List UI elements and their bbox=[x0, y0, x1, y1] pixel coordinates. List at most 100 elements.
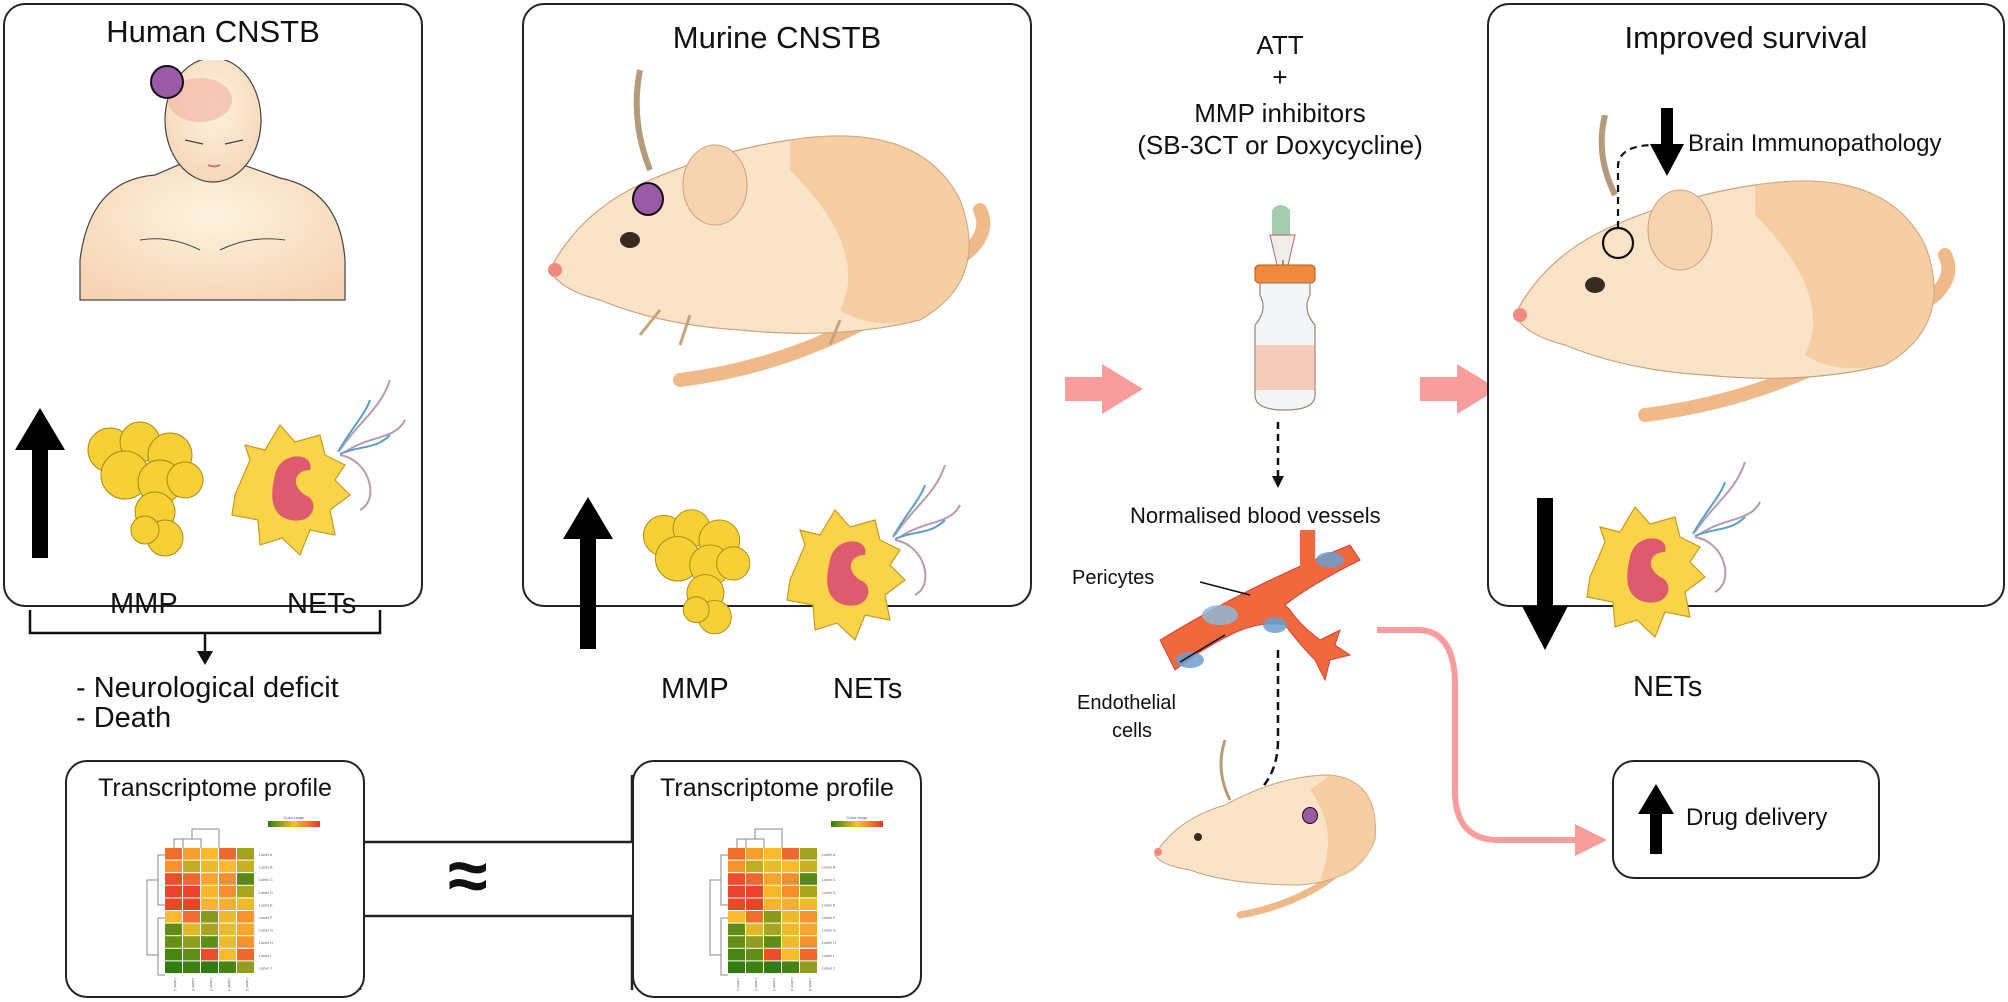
human-figure-illustration bbox=[60, 60, 380, 305]
murine-mmp-label: MMP bbox=[661, 673, 729, 706]
heatmap-cell bbox=[201, 911, 218, 923]
heatmap-row-label: Label D bbox=[822, 890, 836, 895]
heatmap-column-label: Label 5 bbox=[245, 978, 250, 992]
heatmap-column-label: Label 2 bbox=[754, 978, 759, 992]
heatmap-cell bbox=[746, 936, 763, 948]
heatmap-cell bbox=[746, 886, 763, 898]
heatmap-row-label: Label A bbox=[822, 852, 836, 857]
heatmap-row-label: Label E bbox=[822, 902, 836, 907]
heatmap-row-label: Label J bbox=[822, 965, 835, 970]
treatment-plus: + bbox=[1050, 62, 1510, 93]
injection-vial-illustration bbox=[1240, 200, 1330, 422]
heatmap-cell bbox=[237, 873, 254, 885]
heatmap-row-label: Label G bbox=[822, 928, 836, 933]
heatmap-cell bbox=[764, 961, 781, 973]
heatmap-row-label: Label G bbox=[259, 928, 273, 933]
heatmap-cell bbox=[219, 924, 236, 936]
heatmap-cell bbox=[165, 886, 182, 898]
heatmap-cell bbox=[219, 949, 236, 961]
heatmap-cell bbox=[237, 936, 254, 948]
heatmap-cell bbox=[219, 898, 236, 910]
heatmap-cell bbox=[237, 924, 254, 936]
heatmap-cell bbox=[728, 873, 745, 885]
heatmap-cell bbox=[201, 848, 218, 860]
brain-immunopathology-decrease-arrow-icon bbox=[1650, 108, 1684, 176]
heatmap-cell bbox=[764, 886, 781, 898]
heatmap-row-label: Label B bbox=[822, 865, 836, 870]
heatmap-column-label: Label 2 bbox=[191, 978, 196, 992]
human-panel-title: Human CNSTB bbox=[3, 14, 423, 50]
heatmap-cell bbox=[237, 911, 254, 923]
heatmap-row-label: Label I bbox=[259, 953, 271, 958]
heatmap-cell bbox=[782, 886, 799, 898]
murine-transcriptome-heatmap: Color rangeLabel ALabel BLabel CLabel DL… bbox=[688, 815, 888, 995]
heatmap-cell bbox=[782, 848, 799, 860]
heatmap-cell bbox=[201, 936, 218, 948]
heatmap-cell bbox=[746, 898, 763, 910]
heatmap-row-label: Label J bbox=[259, 965, 272, 970]
outcome-neurological-deficit: - Neurological deficit bbox=[76, 672, 339, 705]
heatmap-cell bbox=[746, 873, 763, 885]
flow-arrow-to-drug-delivery bbox=[1375, 620, 1615, 860]
human-transcriptome-heatmap: Color rangeLabel ALabel BLabel CLabel DL… bbox=[125, 815, 325, 995]
heatmap-cell bbox=[728, 949, 745, 961]
heatmap-cell bbox=[201, 861, 218, 873]
heatmap-cell bbox=[219, 886, 236, 898]
transcriptome-connector bbox=[350, 760, 650, 1002]
heatmap-cell bbox=[764, 936, 781, 948]
similarity-symbol: ≈ bbox=[448, 840, 488, 912]
heatmap-cell bbox=[183, 898, 200, 910]
heatmap-cell bbox=[201, 924, 218, 936]
heatmap-cell bbox=[782, 961, 799, 973]
heatmap-cell bbox=[201, 949, 218, 961]
heatmap-column-label: Label 1 bbox=[736, 978, 741, 992]
heatmap-row-label: Label H bbox=[259, 940, 273, 945]
heatmap-cell bbox=[728, 936, 745, 948]
heatmap-cell bbox=[764, 949, 781, 961]
heatmap-cell bbox=[728, 961, 745, 973]
brain-lesion-marker bbox=[150, 65, 184, 99]
increase-arrow-icon bbox=[15, 408, 65, 558]
heatmap-cell bbox=[746, 961, 763, 973]
murine-brain-lesion-marker bbox=[632, 182, 664, 216]
heatmap-cell bbox=[728, 861, 745, 873]
heatmap-row-label: Label C bbox=[822, 877, 836, 882]
heatmap-cell bbox=[746, 848, 763, 860]
heatmap-cell bbox=[800, 886, 817, 898]
heatmap-cell bbox=[237, 898, 254, 910]
heatmap-cell bbox=[746, 911, 763, 923]
heatmap-cell bbox=[165, 924, 182, 936]
heatmap-cell bbox=[237, 886, 254, 898]
heatmap-column-label: Label 4 bbox=[227, 978, 232, 992]
heatmap-cell bbox=[183, 873, 200, 885]
normalised-vessels-title: Normalised blood vessels bbox=[1130, 503, 1381, 529]
heatmap-column-label: Label 5 bbox=[808, 978, 813, 992]
nets-neutrophil-illustration bbox=[220, 380, 410, 565]
heatmap-cell bbox=[782, 911, 799, 923]
heatmap-cell bbox=[782, 898, 799, 910]
column-dendrogram bbox=[737, 829, 782, 848]
heatmap-cell bbox=[764, 911, 781, 923]
mmp-protein-illustration bbox=[80, 420, 215, 565]
heatmap-cell bbox=[728, 886, 745, 898]
heatmap-cell bbox=[201, 886, 218, 898]
heatmap-cell bbox=[800, 924, 817, 936]
heatmap-cell bbox=[800, 911, 817, 923]
heatmap-cell bbox=[165, 936, 182, 948]
heatmap-cell bbox=[237, 848, 254, 860]
heatmap-cell bbox=[800, 936, 817, 948]
heatmap-cell bbox=[183, 924, 200, 936]
pericytes-label: Pericytes bbox=[1072, 567, 1154, 590]
heatmap-row-label: Label H bbox=[822, 940, 836, 945]
flow-arrow-to-treatment bbox=[1065, 364, 1145, 414]
heatmap-cell bbox=[764, 861, 781, 873]
treatment-att: ATT bbox=[1050, 30, 1510, 61]
heatmap-legend-bar bbox=[831, 821, 883, 827]
survival-mouse-illustration bbox=[1505, 115, 1995, 435]
heatmap-cell bbox=[183, 861, 200, 873]
heatmap-cell bbox=[237, 861, 254, 873]
survival-nets-label: NETs bbox=[1633, 671, 1702, 704]
row-dendrogram bbox=[147, 855, 165, 975]
heatmap-cell bbox=[165, 848, 182, 860]
heatmap-cell bbox=[219, 848, 236, 860]
